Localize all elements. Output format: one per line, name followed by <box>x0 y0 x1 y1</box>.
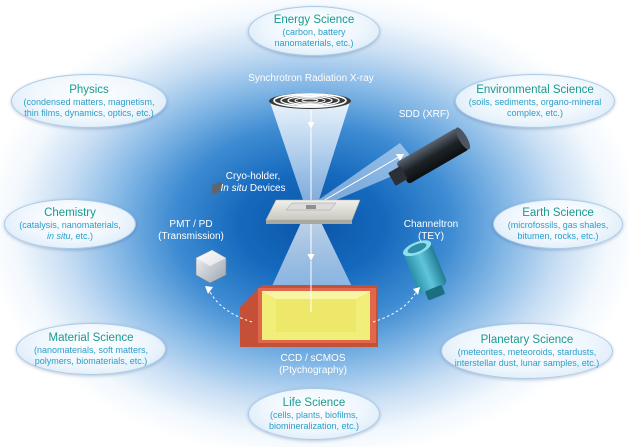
synchrotron-label: Synchrotron Radiation X-ray <box>248 73 374 84</box>
chemistry-bubble: Chemistry (catalysis, nanomaterials,in s… <box>4 199 136 249</box>
channeltron-arc-arrowhead <box>413 287 420 295</box>
beam-arrowhead-upper <box>307 122 315 129</box>
earth-science-bubble: Earth Science (microfossils, gas shales,… <box>493 199 623 249</box>
fluorescence-arrow <box>315 153 405 206</box>
energy-science-detail: (carbon, battery nanomaterials, etc.) <box>274 27 354 48</box>
material-science-title: Material Science <box>48 332 134 344</box>
ccd-detector-icon <box>240 285 378 347</box>
ccd-line2: (Ptychography) <box>279 365 347 376</box>
life-science-detail: (cells, plants, biofilms, biomineralizat… <box>268 410 360 431</box>
cryo-holder-line1: Cryo-holder, <box>225 171 281 182</box>
chemistry-detail-em: in situ <box>46 230 71 241</box>
earth-science-title: Earth Science <box>522 207 594 219</box>
material-science-detail: (nanomaterials, soft matters, polymers, … <box>33 345 149 366</box>
life-science-bubble: Life Science (cells, plants, biofilms, b… <box>248 388 380 440</box>
fluorescence-arrowhead <box>396 154 404 161</box>
chemistry-title: Chemistry <box>44 207 96 219</box>
channeltron-line2: (TEY) <box>417 231 445 242</box>
earth-science-detail: (microfossils, gas shales, bitumen, rock… <box>507 220 609 241</box>
chemistry-detail-pre: (catalysis, nanomaterials, <box>19 220 121 230</box>
planetary-science-title: Planetary Science <box>480 334 574 346</box>
environmental-science-bubble: Environmental Science (soils, sediments,… <box>455 74 615 128</box>
life-science-title: Life Science <box>282 397 346 409</box>
energy-science-title: Energy Science <box>273 14 355 26</box>
channeltron-dashed-arc <box>372 291 417 323</box>
cryo-holder-em: In situ <box>220 183 248 194</box>
ccd-label: CCD / sCMOS(Ptychography) <box>262 353 364 377</box>
channeltron-line1: Channeltron <box>403 219 459 230</box>
physics-bubble: Physics (condensed matters, magnetism, t… <box>11 74 167 128</box>
pmt-detector-icon <box>195 181 227 284</box>
channeltron-label: Channeltron(TEY) <box>396 219 466 243</box>
pmt-line1: PMT / PD <box>169 219 213 230</box>
cryo-holder-rest: Devices <box>247 183 286 194</box>
ccd-line1: CCD / sCMOS <box>280 353 346 364</box>
cryo-holder-label: Cryo-holder,In situ Devices <box>207 171 299 195</box>
sdd-label: SDD (XRF) <box>398 109 450 120</box>
physics-detail: (condensed matters, magnetism, thin film… <box>23 97 155 118</box>
environmental-science-detail: (soils, sediments, organo-mineral comple… <box>468 97 602 118</box>
channeltron-detector-icon <box>402 240 447 301</box>
material-science-bubble: Material Science (nanomaterials, soft ma… <box>16 323 166 375</box>
beam-arrowhead-lower <box>307 254 315 261</box>
chemistry-detail-post: , etc.) <box>70 230 93 241</box>
chemistry-detail: (catalysis, nanomaterials,in situ, etc.) <box>19 220 121 241</box>
zone-plate-icon <box>269 93 351 109</box>
upper-beam-cone <box>270 102 350 203</box>
pmt-line2: (Transmission) <box>158 231 224 242</box>
pmt-arc-arrowhead <box>205 286 213 294</box>
planetary-science-bubble: Planetary Science (meteorites, meteoroid… <box>441 323 613 379</box>
environmental-science-title: Environmental Science <box>476 84 594 96</box>
sample-stage-icon <box>265 199 361 224</box>
sdd-detector-icon <box>388 127 471 186</box>
energy-science-bubble: Energy Science (carbon, battery nanomate… <box>248 6 380 56</box>
pmt-label: PMT / PD(Transmission) <box>151 219 231 243</box>
pmt-dashed-arc <box>208 289 253 323</box>
planetary-science-detail: (meteorites, meteoroids, stardusts, inte… <box>454 347 600 368</box>
physics-title: Physics <box>69 84 109 96</box>
